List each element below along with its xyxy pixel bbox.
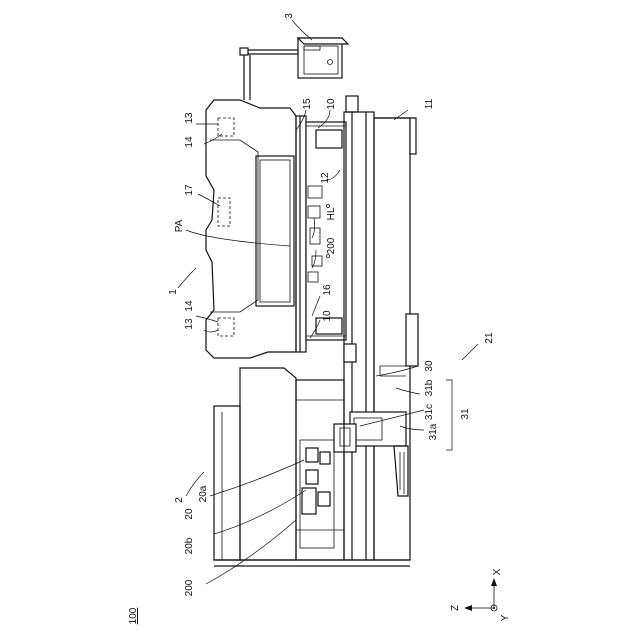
label-31b: 31b [424, 379, 435, 396]
label-21: 21 [484, 332, 495, 344]
label-30: 30 [424, 360, 435, 372]
label-11: 11 [424, 98, 435, 109]
cabinet [214, 368, 410, 566]
label-1: 1 [168, 289, 179, 295]
label-13-bottom: 13 [184, 318, 195, 330]
axis-label-Y: Y [500, 614, 511, 621]
label-17: 17 [184, 184, 195, 196]
label-3: 3 [284, 13, 295, 19]
label-15: 15 [302, 98, 313, 110]
label-31a: 31a [428, 423, 439, 440]
label-14-bottom: 14 [184, 300, 195, 312]
label-20a: 20a [198, 485, 209, 502]
operation-terminal [240, 38, 348, 100]
axis-label-X: X [492, 568, 503, 575]
head-unit [334, 412, 408, 496]
label-12: 12 [320, 172, 331, 184]
label-2: 2 [174, 497, 185, 503]
label-31c: 31c [424, 404, 435, 420]
axis-label-Z: Z [450, 605, 461, 611]
label-20b: 20b [184, 537, 195, 554]
label-10-bottom: 10 [322, 310, 333, 322]
label-13-top: 13 [184, 112, 195, 124]
figure-number: 100 [128, 607, 139, 624]
rail-table [344, 96, 418, 560]
label-200-bottom: 200 [184, 579, 195, 596]
label-14-top: 14 [184, 136, 195, 148]
label-200-top: 200 [326, 237, 337, 254]
label-HL: HL [326, 207, 337, 220]
label-PA: PA [174, 219, 185, 232]
coordinate-axes [464, 578, 497, 611]
label-20: 20 [184, 508, 195, 520]
label-16: 16 [322, 284, 333, 296]
label-10-top: 10 [326, 98, 337, 110]
label-31: 31 [460, 408, 471, 420]
